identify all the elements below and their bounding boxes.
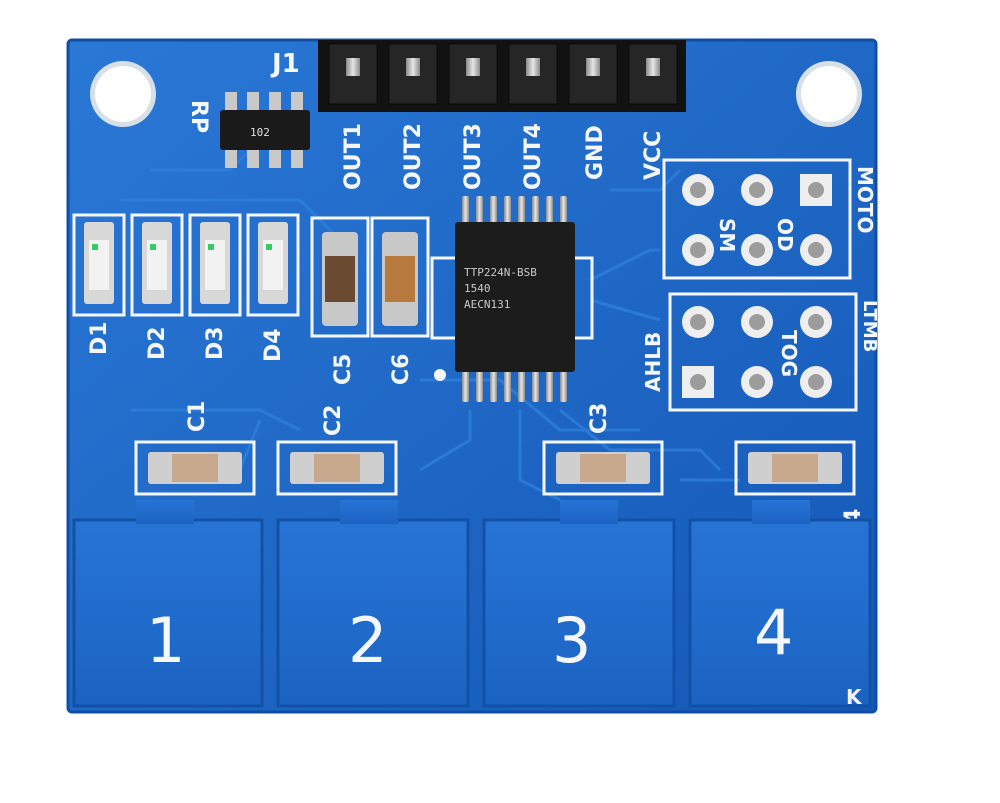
capacitor-c2 <box>276 440 398 496</box>
ic-lead <box>476 196 483 226</box>
touch-pad-2 <box>276 500 470 708</box>
header-pin <box>526 58 540 76</box>
header-pin <box>466 58 480 76</box>
ic-lead <box>476 368 483 402</box>
ic-lead <box>462 368 469 402</box>
header-pin <box>586 58 600 76</box>
capacitor-c4 <box>734 440 856 496</box>
ic-lead <box>504 196 511 226</box>
label-moto: MOTO <box>853 166 877 234</box>
led-d1 <box>72 213 126 317</box>
chip-marking-line3: AECN131 <box>464 298 510 311</box>
pin-label-out4: OUT4 <box>521 123 546 190</box>
led-d4 <box>246 213 300 317</box>
ic-lead <box>532 368 539 402</box>
pad-number-1: 1 <box>146 604 185 677</box>
ic-lead <box>504 368 511 402</box>
pin-label-vcc: VCC <box>641 131 666 180</box>
label-c2: C2 <box>321 405 346 436</box>
led-d3 <box>188 213 242 317</box>
label-d4: D4 <box>261 328 286 362</box>
header-pin <box>406 58 420 76</box>
ic-lead <box>462 196 469 226</box>
resistor-marking: 102 <box>250 126 270 139</box>
pin-label-out2: OUT2 <box>401 123 426 190</box>
mounting-hole-right <box>796 61 862 127</box>
label-j1: J1 <box>270 49 300 79</box>
label-d2: D2 <box>145 326 170 360</box>
touch-pad-3 <box>482 500 676 708</box>
resistor-network-rp <box>220 92 310 168</box>
jumper-block-moto <box>662 158 852 280</box>
touch-controller-ic <box>430 196 594 402</box>
header-pin <box>646 58 660 76</box>
ic-lead <box>546 368 553 402</box>
label-ahlb: AHLB <box>641 332 665 392</box>
pad-number-4: 4 <box>754 596 793 669</box>
label-rp: RP <box>186 100 211 133</box>
mounting-hole-left <box>90 61 156 127</box>
ic-lead <box>546 196 553 226</box>
pin-label-out3: OUT3 <box>461 123 486 190</box>
copper-traces <box>120 138 740 502</box>
pin-header-j1 <box>318 40 686 112</box>
label-ltmb: LTMB <box>859 300 880 352</box>
label-c3: C3 <box>587 403 612 434</box>
capacitor-c6 <box>370 216 430 338</box>
label-c1: C1 <box>185 401 210 432</box>
ic-lead <box>490 368 497 402</box>
capacitor-c5 <box>310 216 370 338</box>
label-c6: C6 <box>389 354 414 385</box>
ic-lead <box>560 196 567 226</box>
ic-lead <box>532 196 539 226</box>
pad-number-3: 3 <box>552 604 591 677</box>
ic-lead <box>560 368 567 402</box>
ic-lead <box>490 196 497 226</box>
label-d3: D3 <box>203 326 228 360</box>
jumper-block-ltmb <box>668 292 858 412</box>
chip-marking-line1: TTP224N-BSB <box>464 266 537 279</box>
label-od: OD <box>773 218 797 252</box>
pad-key-label: K <box>846 685 863 709</box>
capacitor-c3 <box>542 440 664 496</box>
led-d2 <box>130 213 184 317</box>
ic-lead <box>518 368 525 402</box>
touch-pad-1 <box>72 500 264 708</box>
label-tog: TOG <box>777 330 801 377</box>
pin-label-out1: OUT1 <box>341 123 366 190</box>
label-c5: C5 <box>331 354 356 385</box>
chip-marking-line2: 1540 <box>464 282 491 295</box>
touch-pad-4 <box>688 500 872 708</box>
header-pin <box>346 58 360 76</box>
pad-number-2: 2 <box>348 604 387 677</box>
label-sm: SM <box>715 218 739 252</box>
pin1-dot <box>434 369 446 381</box>
pin-label-gnd: GND <box>583 125 608 180</box>
capacitor-c1 <box>134 440 256 496</box>
ic-lead <box>518 196 525 226</box>
label-d1: D1 <box>87 321 112 355</box>
